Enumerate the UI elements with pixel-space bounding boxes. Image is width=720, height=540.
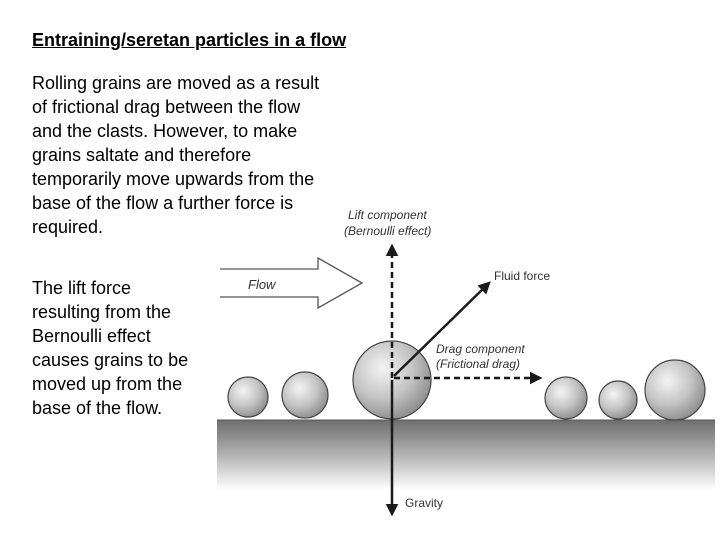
flow-bed — [217, 420, 715, 490]
fluid-force-arrow — [393, 281, 491, 377]
intro-paragraph: Rolling grains are moved as a result of … — [32, 73, 320, 237]
lift-label-line1: Lift component — [348, 208, 427, 222]
grain — [281, 371, 329, 419]
flow-arrow — [220, 256, 364, 310]
lift-paragraph: The lift force resulting from the Bernou… — [32, 278, 189, 418]
fluid-force-label: Fluid force — [494, 269, 550, 283]
gravity-label: Gravity — [405, 496, 443, 510]
grain — [644, 359, 706, 421]
grain — [544, 376, 588, 420]
grain — [598, 380, 638, 420]
flow-label: Flow — [248, 277, 277, 292]
drag-label-line1: Drag component — [436, 342, 525, 356]
slide-title: Entraining/seretan particles in a flow — [32, 30, 347, 50]
grain — [227, 376, 269, 418]
lift-label-line2: (Bernoulli effect) — [344, 224, 431, 238]
drag-label-line2: (Frictional drag) — [436, 357, 520, 371]
